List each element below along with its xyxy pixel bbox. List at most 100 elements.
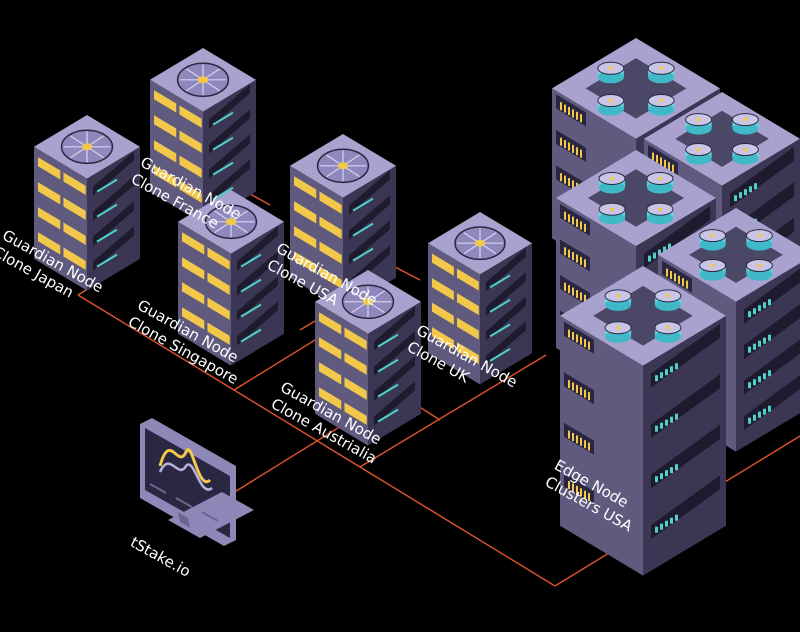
- server-rack-icon[interactable]: [560, 266, 726, 576]
- rack-slot: [93, 201, 134, 246]
- rack-bay: [556, 94, 586, 127]
- drive-bay: [294, 226, 317, 249]
- drive-bay: [63, 247, 86, 270]
- drive-bay: [154, 115, 177, 138]
- drive-bay: [182, 282, 205, 305]
- rack-bay: [556, 129, 586, 162]
- rack-slot: [237, 301, 278, 346]
- drive-bay: [38, 182, 61, 205]
- monitor-icon[interactable]: [140, 418, 254, 546]
- drive-bay: [38, 207, 61, 230]
- rack-bay: [564, 321, 594, 354]
- drive-bay: [344, 402, 367, 425]
- drive-bay: [344, 377, 367, 400]
- guardian-node-group: [34, 48, 532, 446]
- rack-slot: [374, 306, 415, 351]
- drive-bay: [319, 337, 342, 360]
- connector-line: [77, 294, 235, 391]
- rack-slot: [349, 195, 390, 240]
- rack-slot: [651, 374, 720, 439]
- connector-line: [359, 354, 547, 468]
- drive-bay: [456, 268, 479, 291]
- rack-bay: [560, 204, 590, 236]
- drive-bay: [63, 222, 86, 245]
- drive-bay: [38, 232, 61, 255]
- rack-bay: [560, 239, 590, 272]
- server-fan-icon[interactable]: [178, 190, 284, 366]
- edge-cluster-group: [552, 38, 800, 576]
- drive-bay: [179, 155, 202, 178]
- rack-slot: [237, 226, 278, 271]
- drive-bay: [294, 201, 317, 224]
- rack-bay: [564, 422, 594, 455]
- rack-slot: [209, 134, 250, 179]
- rack-slot: [349, 220, 390, 265]
- drive-bay: [179, 105, 202, 128]
- rack-top-plate: [593, 285, 693, 346]
- drive-bay: [207, 247, 230, 270]
- server-fan-icon[interactable]: [428, 212, 532, 385]
- drive-bay: [179, 180, 202, 203]
- rack-top-plate: [689, 226, 783, 283]
- drive-bay: [182, 307, 205, 330]
- drive-bay: [432, 278, 454, 301]
- rack-slot: [209, 109, 250, 154]
- rack-slot: [651, 424, 720, 489]
- rack-slot: [93, 151, 134, 196]
- rack-bay: [662, 260, 692, 293]
- rack-slot: [209, 159, 250, 204]
- rack-bay: [560, 275, 590, 307]
- rack-slot: [93, 226, 134, 271]
- drive-bay: [432, 327, 454, 350]
- drive-bay: [344, 352, 367, 375]
- connector-line: [233, 389, 361, 468]
- drive-bay: [319, 241, 342, 264]
- drive-bay: [344, 327, 367, 350]
- connector-line: [359, 466, 556, 587]
- rack-bay: [564, 372, 594, 405]
- drive-bay: [38, 157, 61, 180]
- drive-bay: [182, 232, 205, 255]
- rack-slot: [374, 356, 415, 401]
- drive-bay: [319, 312, 342, 335]
- drive-bay: [207, 322, 230, 345]
- rack-side-right: [643, 315, 726, 576]
- rack-slot: [486, 247, 526, 292]
- drive-bay: [154, 90, 177, 113]
- rack-slot: [374, 331, 415, 376]
- rack-bay: [648, 144, 678, 177]
- rack-slot: [374, 381, 415, 426]
- drive-bay: [154, 165, 177, 188]
- drive-bay: [319, 191, 342, 214]
- rack-slot: [93, 176, 134, 221]
- drive-bay: [294, 251, 317, 274]
- rack-slot: [209, 84, 250, 129]
- rack-slot: [237, 251, 278, 296]
- drive-bay: [179, 130, 202, 153]
- rack-slot: [486, 272, 526, 316]
- drive-bay: [319, 362, 342, 385]
- server-fan-icon[interactable]: [315, 270, 421, 446]
- monitor-stand-neck: [178, 512, 190, 528]
- drive-bay: [207, 272, 230, 295]
- rack-top-plate: [675, 110, 769, 167]
- drive-bay: [294, 176, 317, 199]
- rack-slot: [651, 475, 720, 540]
- server-fan-icon[interactable]: [150, 48, 256, 224]
- drive-bay: [207, 297, 230, 320]
- drive-bay: [432, 302, 454, 325]
- rack-bay: [564, 473, 594, 506]
- server-fan-icon[interactable]: [34, 115, 140, 291]
- drive-bay: [63, 197, 86, 220]
- drive-bay: [154, 140, 177, 163]
- drive-bay: [432, 253, 454, 276]
- rack-slot: [349, 170, 390, 215]
- drive-bay: [456, 342, 479, 365]
- rack-slot: [237, 276, 278, 321]
- rack-slot: [651, 323, 720, 388]
- drive-bay: [319, 266, 342, 289]
- drive-bay: [319, 387, 342, 410]
- drive-bay: [456, 293, 479, 316]
- rack-side-left: [560, 315, 643, 576]
